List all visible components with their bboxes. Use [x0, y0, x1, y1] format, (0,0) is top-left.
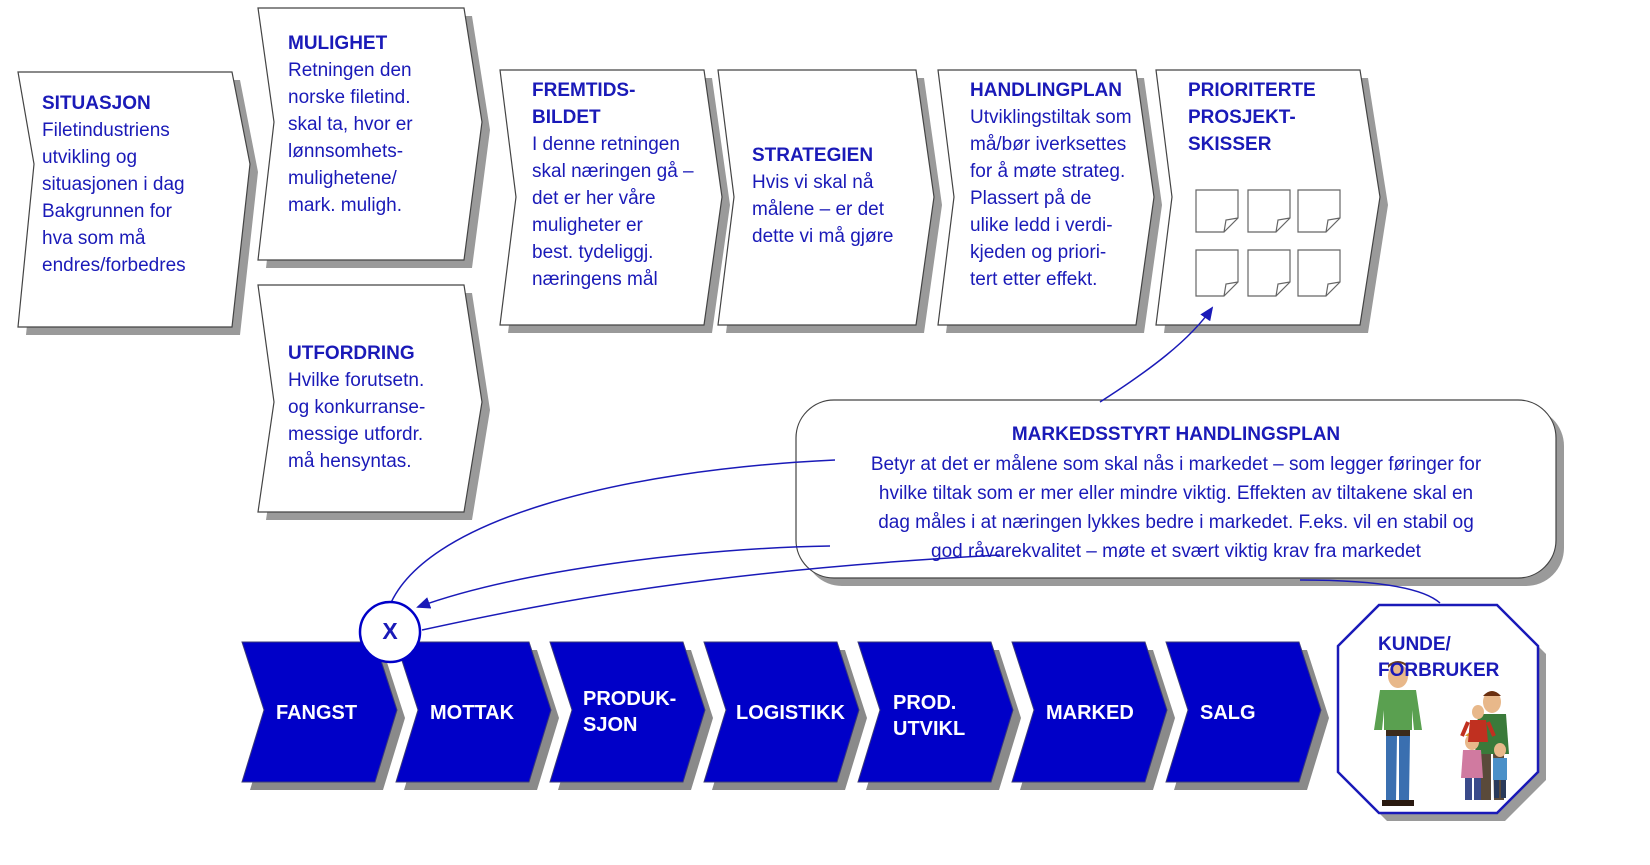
fremtidsbildet-shape [499, 69, 730, 333]
document-icon [1195, 189, 1239, 233]
document-icon [1247, 249, 1291, 297]
chain-label-logistikk: LOGISTIKK [736, 702, 845, 724]
chain-label-mottak: MOTTAK [430, 702, 515, 724]
callout-line: dag måles i at næringen lykkes bedre i m… [878, 512, 1474, 533]
fremtidsbildet-box: FREMTIDS- BILDET I denne retningen skal … [532, 77, 722, 293]
chain-step-logistikk [703, 641, 867, 790]
strategien-title: STRATEGIEN [752, 145, 874, 166]
handlingplan-shape [937, 69, 1162, 333]
chain-label-prod-utvikl: PROD. UTVIKL [893, 692, 966, 740]
utfordring-shape [257, 284, 490, 520]
handlingplan-box: HANDLINGPLAN Utviklingstiltak som må/bør… [970, 77, 1160, 293]
arc-to-marker [387, 459, 836, 611]
person-icon [1374, 661, 1422, 806]
line-from-marker [421, 554, 1001, 631]
situasjon-shape [17, 71, 258, 335]
prioriterte-title: PRIORITERTE PROSJEKT- SKISSER [1188, 80, 1316, 155]
situasjon-text: Filetindustriens utvikling og situasjone… [42, 120, 186, 276]
mulighet-text: Retningen den norske filetind. skal ta, … [288, 60, 413, 216]
callout-title: MARKEDSSTYRT HANDLINGSPLAN [1011, 424, 1341, 445]
utfordring-text: Hvilke forutsetn. og konkurranse- messig… [288, 370, 426, 472]
marker-label: X [382, 618, 398, 644]
prioriterte-box: PRIORITERTE PROSJEKT- SKISSER [1188, 77, 1368, 158]
document-icon [1195, 249, 1239, 297]
document-icon-group [1195, 189, 1341, 297]
value-chain [241, 641, 1329, 790]
customer-title: KUNDE/ FORBRUKER [1378, 634, 1500, 681]
connectors [387, 306, 1441, 631]
chain-step-fangst [241, 641, 405, 790]
marker-circle [358, 600, 422, 664]
callout-bubble [795, 399, 1564, 586]
chain-label-produksjon: PRODUK- SJON [583, 688, 677, 736]
strategien-text: Hvis vi skal nå målene – er det dette vi… [752, 172, 894, 247]
document-icon [1297, 249, 1341, 297]
mulighet-box: MULIGHET Retningen den norske filetind. … [288, 30, 468, 219]
chain-label-fangst: FANGST [276, 702, 358, 724]
callout-line: hvilke tiltak som er mer eller mindre vi… [878, 483, 1474, 504]
fremtidsbildet-text: I denne retningen skal næringen gå – det… [532, 134, 694, 290]
callout-line: Betyr at det er målene som skal nås i ma… [870, 454, 1482, 475]
utfordring-title: UTFORDRING [288, 343, 415, 364]
family-icon [1460, 691, 1509, 800]
chain-step-marked [1011, 641, 1175, 790]
chain-label-marked: MARKED [1046, 702, 1134, 724]
chain-step-produksjon [549, 641, 713, 790]
callout-line: god råvarekvalitet – møte et svært vikti… [931, 541, 1421, 562]
mulighet-shape [257, 7, 490, 268]
line-to-customer [1299, 579, 1441, 604]
chain-label-salg: SALG [1200, 702, 1256, 724]
handlingplan-title: HANDLINGPLAN [970, 80, 1122, 101]
chain-step-salg [1165, 641, 1329, 790]
situasjon-box: SITUASJON Filetindustriens utvikling og … [42, 90, 242, 279]
arrow-to-marker [416, 545, 831, 609]
callout-text: MARKEDSSTYRT HANDLINGSPLAN Betyr at det … [800, 420, 1552, 566]
chain-step-prod-utvikl [857, 641, 1021, 790]
chain-step-mottak [395, 641, 559, 790]
handlingplan-text: Utviklingstiltak som må/bør iverksettes … [970, 107, 1132, 290]
document-icon [1247, 189, 1291, 233]
strategien-shape [717, 69, 942, 333]
utfordring-box: UTFORDRING Hvilke forutsetn. og konkurra… [288, 340, 468, 475]
strategien-box: STRATEGIEN Hvis vi skal nå målene – er d… [752, 142, 932, 250]
fremtidsbildet-title: FREMTIDS- BILDET [532, 80, 636, 128]
arrow-to-projects [1099, 306, 1214, 403]
situasjon-title: SITUASJON [42, 93, 151, 114]
mulighet-title: MULIGHET [288, 33, 388, 54]
document-icon [1297, 189, 1341, 233]
